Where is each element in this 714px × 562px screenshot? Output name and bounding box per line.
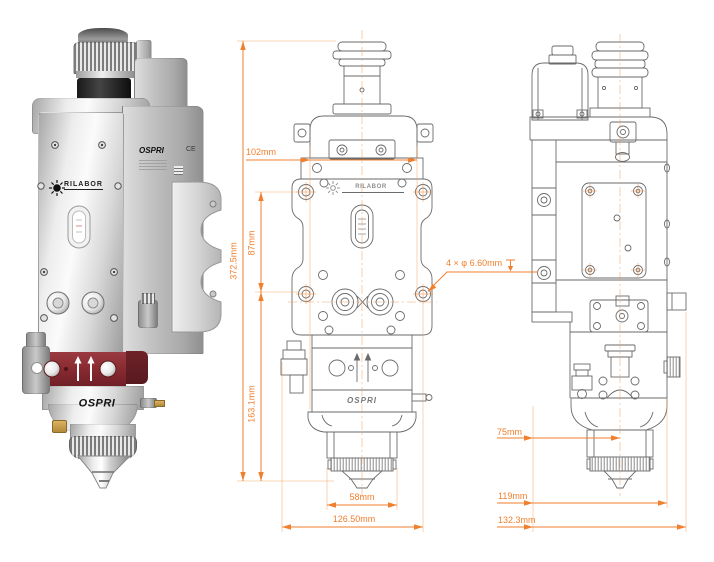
dim-nozzle-width: 58mm [349, 492, 375, 502]
dimension-graphics [237, 30, 687, 532]
plate-screw [209, 290, 217, 298]
hole-callout-text: 4 × φ 6.60mm [446, 258, 503, 268]
dim-lower-height: 163.1mm [246, 385, 257, 423]
red-band-side [126, 351, 148, 384]
side-face [122, 106, 204, 354]
right-nipple-tip [154, 400, 165, 407]
valve-block [22, 346, 50, 394]
front-face [38, 112, 124, 354]
red-band [40, 352, 126, 386]
dim-side-total-width: 132.3mm [498, 515, 536, 525]
photo-side-brand: OSPRI [139, 146, 164, 155]
plate-screw [209, 200, 217, 208]
dim-center-offset: 75mm [497, 427, 523, 437]
brass-elbow [52, 420, 67, 433]
photo-front-brand: RILABOR [64, 181, 103, 190]
side-view-line-art [529, 41, 687, 489]
qr-label [174, 166, 183, 175]
collimator-knurled-ring [73, 42, 139, 74]
dim-top-width: 102mm [246, 147, 277, 157]
nozzle-knurled-ring [69, 436, 137, 459]
dim-total-height: 372.5mm [228, 242, 239, 280]
front-ports [331, 288, 394, 316]
depth-symbol-icon [506, 259, 516, 272]
side-valve [138, 300, 158, 328]
nozzle-cone [76, 455, 132, 489]
photo-bottom-brand: OSPRI [78, 397, 116, 410]
front-view-brand: RILABOR [355, 184, 387, 190]
side-valve-knob [141, 293, 155, 304]
collimator-cap [78, 28, 128, 44]
front-view-line-art [280, 41, 434, 489]
collimator-smooth-ring [76, 71, 134, 78]
laser-warning-icon-drawing [326, 181, 340, 195]
dim-upper-height: 87mm [246, 230, 257, 256]
hole-callout: 4 × φ 6.60mm [446, 259, 516, 272]
side-address-lines [139, 160, 167, 172]
front-view-logo: OSPRI [347, 396, 377, 405]
photo-ce-mark: CE [186, 146, 196, 153]
corner-screws [298, 184, 431, 302]
dim-body-width: 119mm [498, 491, 528, 501]
dim-total-width: 126.50mm [332, 514, 376, 524]
